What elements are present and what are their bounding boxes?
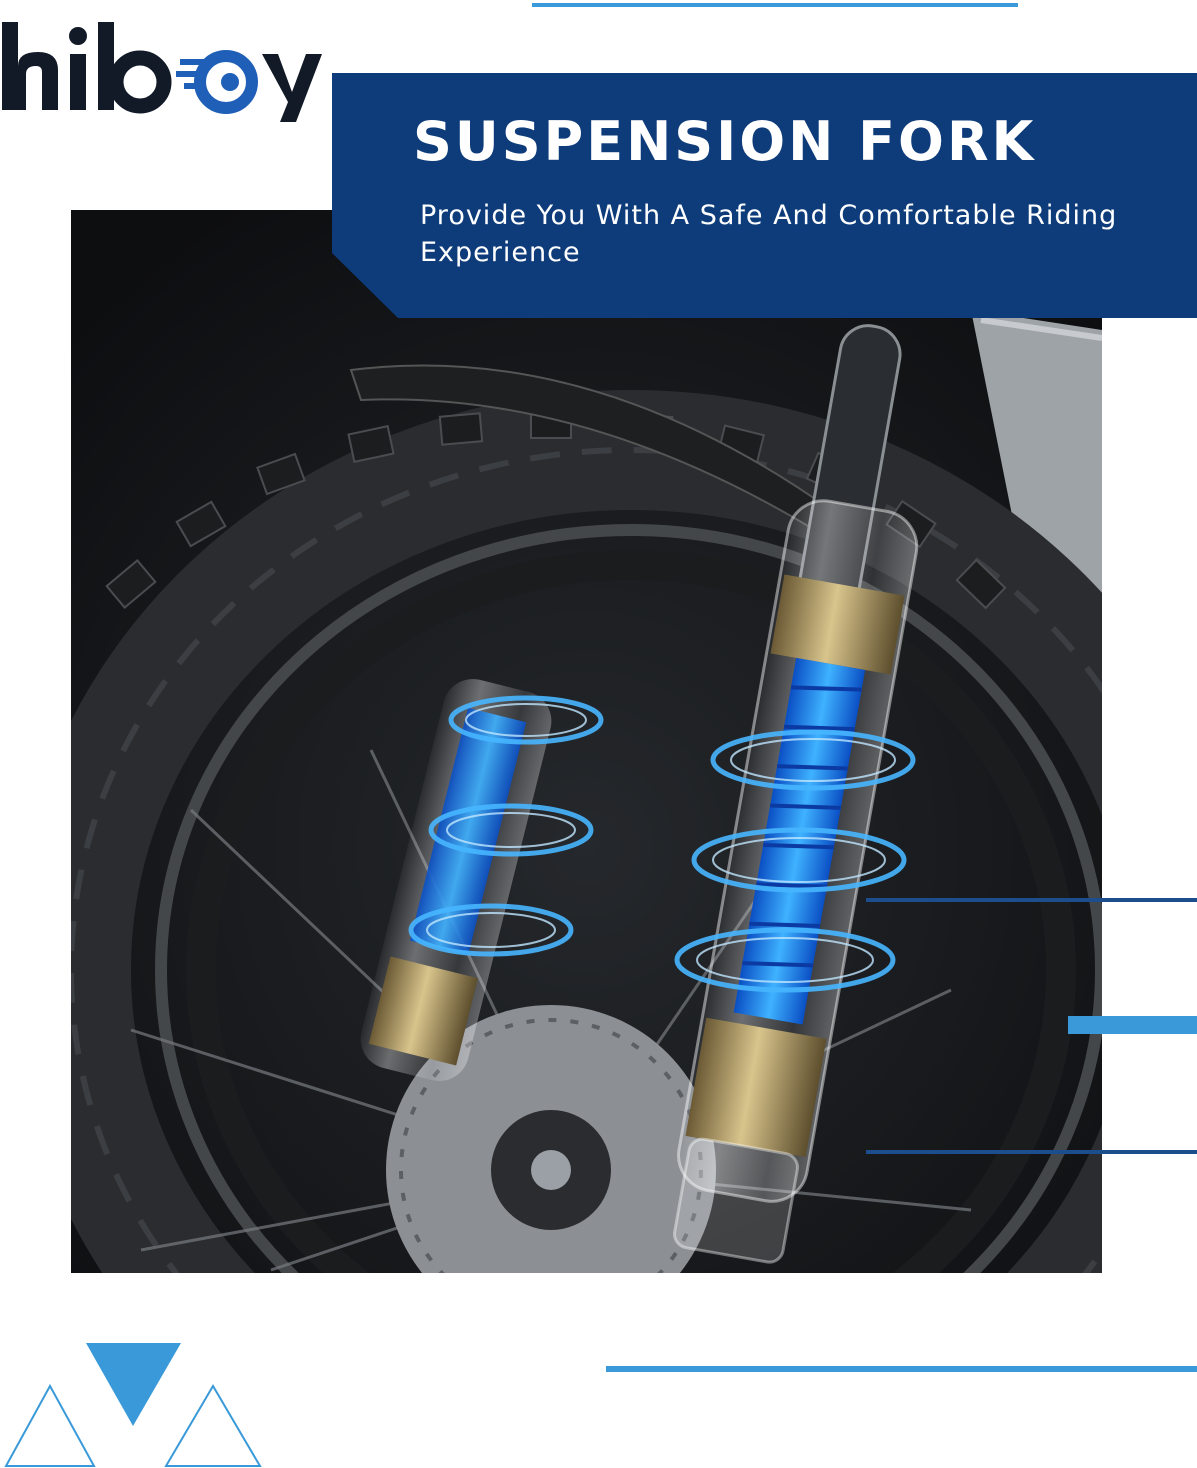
bike-wheel-illustration — [71, 210, 1102, 1273]
right-accent-line-2 — [866, 1150, 1197, 1154]
hiboy-logo-icon — [2, 22, 322, 122]
top-accent-line — [532, 3, 1018, 7]
title-banner — [332, 73, 1197, 318]
suspension-fork-photo — [71, 210, 1102, 1273]
bottom-accent-line — [606, 1366, 1197, 1372]
triangle-decoration — [4, 1343, 262, 1467]
banner-title: SUSPENSION FORK — [413, 110, 1037, 173]
triangle-filled-icon — [86, 1343, 181, 1426]
triangle-outline-icon — [164, 1384, 262, 1467]
banner-subtitle: Provide You With A Safe And Comfortable … — [420, 200, 1118, 268]
right-accent-line-1 — [866, 898, 1197, 902]
right-accent-bar — [1068, 1016, 1197, 1034]
triangle-outline-icon — [4, 1383, 96, 1467]
hiboy-logo — [0, 14, 330, 124]
